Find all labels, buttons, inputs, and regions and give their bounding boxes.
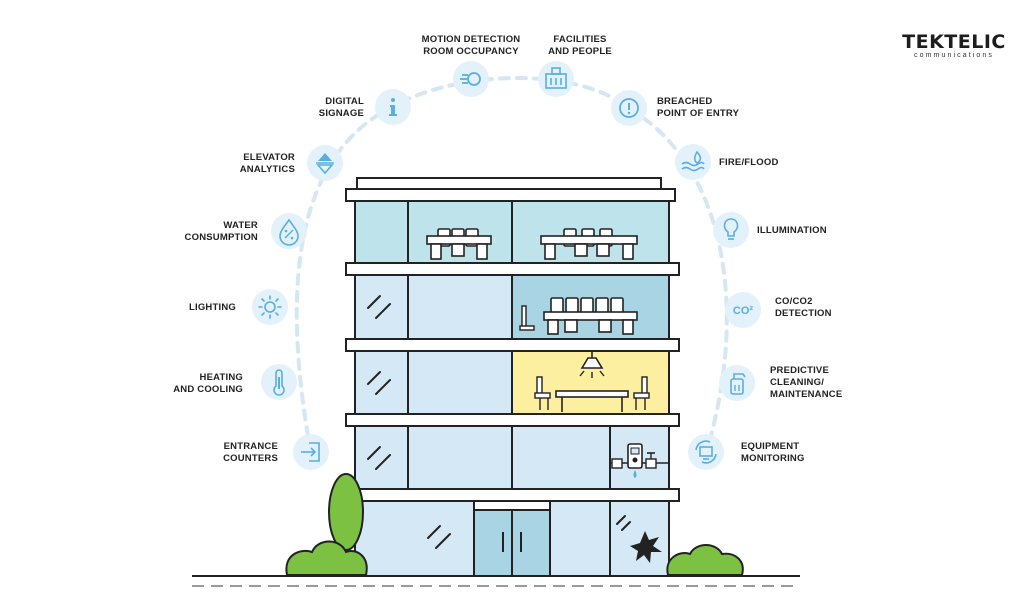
floor-slab-3 <box>345 262 680 276</box>
water-meter-equipment <box>610 443 669 478</box>
thermometer-icon <box>261 364 297 400</box>
floor-1-window-mid <box>407 425 513 490</box>
label-heating-cooling: HEATING AND COOLING <box>173 372 243 395</box>
brand-name: TEKTELIC <box>902 31 1006 53</box>
label-entrance-counters: ENTRANCE COUNTERS <box>223 441 278 464</box>
glass-reflection <box>367 446 391 470</box>
label-illumination: ILLUMINATION <box>757 225 827 236</box>
bush-left <box>285 540 368 576</box>
roof-slab <box>345 188 676 202</box>
floor-3-window-mid <box>407 274 513 340</box>
floor-1-window-right <box>511 425 611 490</box>
label-lighting: LIGHTING <box>189 302 236 313</box>
building <box>345 177 680 577</box>
pendant-lamp <box>579 351 605 378</box>
light-bulb-icon <box>713 212 749 248</box>
glass-reflection <box>367 371 391 395</box>
label-co-detection: CO/CO2 DETECTION <box>775 296 832 319</box>
entrance-icon <box>293 434 329 470</box>
sun-icon <box>252 289 288 325</box>
floor-2-window-mid <box>407 350 513 415</box>
floor-2-window-left <box>354 350 409 415</box>
label-water-consumption: WATER CONSUMPTION <box>184 220 258 243</box>
floor-slab-2 <box>345 338 680 352</box>
glass-reflection <box>367 295 391 319</box>
label-fire-flood: FIRE/FLOOD <box>719 157 779 168</box>
conference-table-left <box>426 228 492 260</box>
ground-window-right <box>549 500 611 577</box>
entrance-door-right <box>511 509 551 577</box>
info-icon <box>375 89 411 125</box>
label-predictive-cleaning: PREDICTIVE CLEANING/ MAINTENANCE <box>770 365 843 400</box>
bush-right <box>666 544 744 576</box>
ground-window-left <box>354 500 475 577</box>
label-breached-entry: BREACHED POINT OF ENTRY <box>657 96 740 119</box>
equipment-monitor-icon <box>688 434 724 470</box>
label-motion-detection: MOTION DETECTION ROOM OCCUPANCY <box>421 34 521 57</box>
brand-tagline: communications <box>914 52 994 59</box>
facilities-people-icon <box>538 61 574 97</box>
label-elevator-analytics: ELEVATOR ANALYTICS <box>239 152 295 175</box>
fire-flood-icon <box>675 144 711 180</box>
floor-1-window-left <box>354 425 409 490</box>
glass-reflection <box>427 515 631 549</box>
label-facilities-people: FACILITIES AND PEOPLE <box>548 34 612 57</box>
floor-4-window-left <box>354 200 409 264</box>
conference-table-floor-3 <box>519 297 638 335</box>
entrance-door-left <box>473 509 513 577</box>
motion-sensor-icon <box>453 61 489 97</box>
label-digital-signage: DIGITAL SIGNAGE <box>318 96 364 119</box>
floor-3-window-left <box>354 274 409 340</box>
alert-icon <box>611 90 647 126</box>
tektelic-logo: TEKTELIC communications <box>898 32 1010 60</box>
elevator-arrows-icon <box>307 145 343 181</box>
co2-icon: CO² <box>725 292 761 328</box>
dining-table <box>534 376 650 412</box>
floor-slab-1 <box>345 413 680 427</box>
sensor-connection-arc <box>294 76 729 455</box>
svg-text:CO²: CO² <box>733 305 754 317</box>
floor-slab-0 <box>345 488 680 502</box>
label-equipment-monitoring: EQUIPMENT MONITORING <box>741 441 805 464</box>
broken-glass-icon <box>630 531 662 563</box>
broken-window <box>609 500 670 577</box>
water-drop-icon <box>271 213 307 249</box>
cleaning-bottle-icon <box>719 365 755 401</box>
conference-table-right <box>540 228 638 260</box>
